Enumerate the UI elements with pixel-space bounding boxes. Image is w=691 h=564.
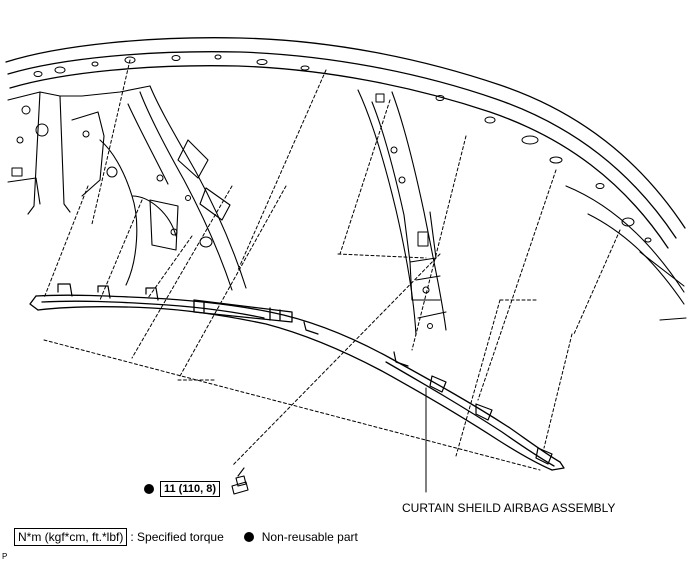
alignment-lines — [43, 59, 621, 471]
front-pillar-holes — [11, 105, 213, 248]
legend-nonreusable-icon — [243, 532, 254, 542]
non-reusable-marker-icon — [144, 484, 154, 494]
airbag-brackets — [57, 283, 553, 465]
legend-torque-unit: N*m (kgf*cm, ft.*lbf) — [14, 528, 128, 546]
page-code: P — [2, 552, 8, 561]
legend-torque-desc: : Specified torque — [130, 530, 224, 544]
bolt-icon — [231, 467, 249, 495]
legend-nonreusable-desc: Non-reusable part — [261, 530, 358, 544]
roof-holes — [33, 54, 652, 243]
legend: N*m (kgf*cm, ft.*lbf) : Specified torque… — [14, 528, 358, 546]
bolt-torque-spec: 11 (110, 8) — [144, 481, 220, 497]
rear-quarter — [565, 185, 687, 321]
center-pillar — [357, 89, 447, 336]
torque-value-box: 11 (110, 8) — [160, 481, 220, 497]
curtain-airbag — [29, 294, 565, 471]
airbag-callout-label: CURTAIN SHEILD AIRBAG ASSEMBLY — [402, 501, 616, 515]
roof-outline — [5, 37, 686, 249]
front-pillar — [7, 85, 247, 291]
center-pillar-holes — [375, 93, 433, 329]
